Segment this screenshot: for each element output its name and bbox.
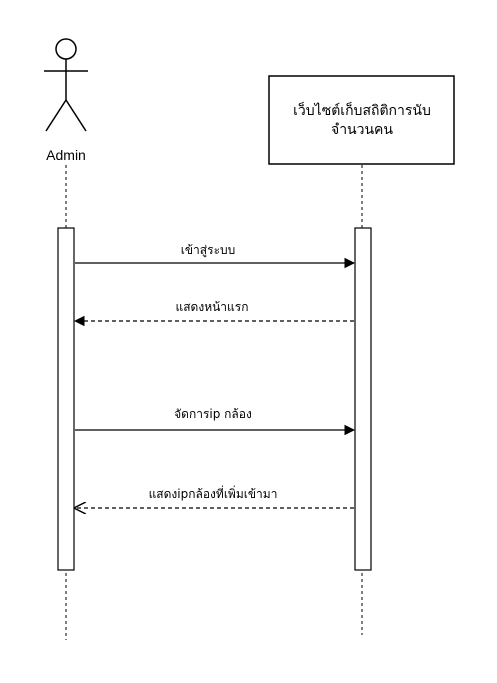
message-show-home-label: แสดงหน้าแรก [175, 300, 248, 314]
actor-left-leg [45, 99, 67, 132]
message-show-added-ip-label: แสดงipกล้องที่เพิ่มเข้ามา [149, 485, 278, 501]
system-label-line2: จำนวนคน [331, 122, 393, 138]
message-manage-ip-label: จัดการip กล้อง [174, 407, 252, 421]
message-login-label: เข้าสู่ระบบ [181, 243, 236, 258]
actor-admin [44, 38, 88, 132]
actor-head [55, 38, 77, 60]
system-label-line1: เว็บไซต์เก็บสถิติการนับ [293, 101, 431, 119]
actor-label: Admin [46, 147, 86, 163]
system-box [268, 75, 455, 165]
system-activation-bar [354, 227, 372, 571]
actor-right-leg [65, 99, 87, 132]
actor-activation-bar [57, 227, 75, 571]
